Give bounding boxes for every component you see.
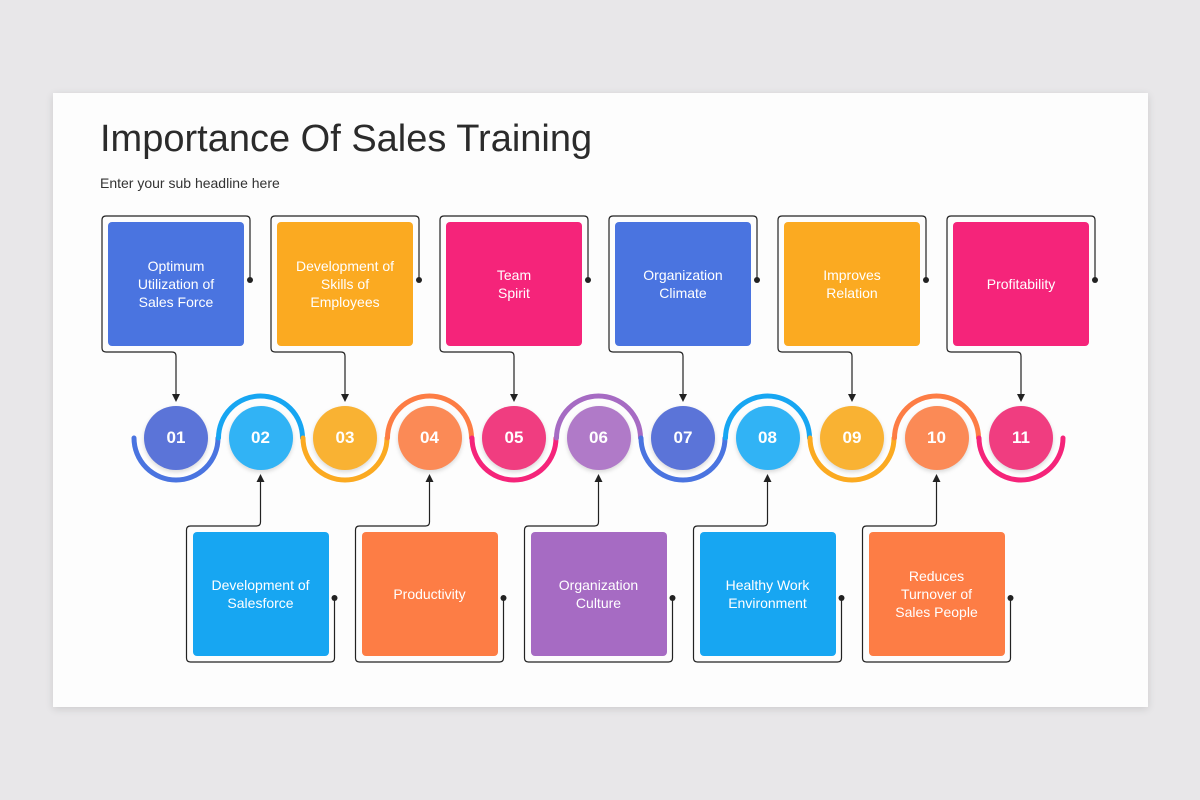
wave-arc-7 xyxy=(638,435,728,483)
wave-arc-10 xyxy=(892,393,981,441)
step-label: Profitability xyxy=(986,276,1056,292)
step-label: Healthy Work Environment xyxy=(725,577,810,611)
connector-line-5 xyxy=(439,215,589,402)
step-label: Improves Relation xyxy=(823,267,881,301)
step-label: Reduces Turnover of Sales People xyxy=(895,568,978,620)
connector-dot-6 xyxy=(669,595,676,601)
step-box-01: Optimum Utilization of Sales Force xyxy=(108,222,244,346)
step-circle-08: 08 xyxy=(735,406,800,470)
step-number: 05 xyxy=(504,428,524,447)
wave-arc-8 xyxy=(723,393,812,441)
step-circle-01: 01 xyxy=(144,406,208,470)
connector-line-3 xyxy=(270,215,420,402)
step-circle-02: 02 xyxy=(228,406,293,470)
step-label: Productivity xyxy=(393,586,466,602)
step-number: 09 xyxy=(842,428,862,447)
wave-arc-6 xyxy=(554,393,643,441)
connector-line-10 xyxy=(861,474,1012,663)
wave-arcs xyxy=(131,393,1066,483)
step-number: 02 xyxy=(251,428,270,447)
step-label: Team Spirit xyxy=(496,267,532,301)
step-number: 03 xyxy=(335,428,355,447)
connector-dot-8 xyxy=(838,595,845,601)
step-number: 10 xyxy=(927,428,946,447)
wave-arc-4 xyxy=(385,393,474,441)
step-label: Optimum Utilization of Sales Force xyxy=(137,258,215,310)
step-circle-11: 11 xyxy=(989,406,1053,470)
wave-arc-9 xyxy=(807,435,897,483)
step-box-05: Team Spirit xyxy=(446,222,582,346)
step-box-11: Profitability xyxy=(953,222,1089,346)
step-box-06: Organization Culture xyxy=(530,532,667,656)
connector-line-7 xyxy=(608,215,758,402)
step-box-02: Development of Salesforce xyxy=(192,532,329,656)
connector-dot-5 xyxy=(585,277,591,283)
step-circle-10: 10 xyxy=(904,406,969,470)
connector-dot-9 xyxy=(923,277,929,283)
step-number: 07 xyxy=(673,428,693,447)
connector-dot-7 xyxy=(754,277,760,283)
wave-arc-11 xyxy=(976,435,1066,483)
step-circle-09: 09 xyxy=(820,406,884,470)
step-box-03: Development of Skills of Employees xyxy=(277,222,413,346)
step-box-10: Reduces Turnover of Sales People xyxy=(868,532,1005,656)
connector-dot-4 xyxy=(500,595,507,601)
step-label: Organization Climate xyxy=(643,267,723,301)
connector-line-11 xyxy=(946,215,1096,402)
connector-line-4 xyxy=(354,474,505,663)
wave-arc-1 xyxy=(131,435,221,483)
step-label: Organization Culture xyxy=(558,577,639,611)
step-number: 01 xyxy=(166,428,186,447)
connector-line-6 xyxy=(523,474,674,663)
connector-lines xyxy=(101,215,1098,663)
connector-dot-11 xyxy=(1092,277,1098,283)
page-title: Importance Of Sales Training xyxy=(100,118,593,160)
step-number: 08 xyxy=(758,428,777,447)
connector-line-8 xyxy=(692,474,843,663)
step-circle-04: 04 xyxy=(397,406,462,470)
step-label: Development of Skills of Employees xyxy=(295,258,395,310)
connector-dot-10 xyxy=(1007,595,1014,601)
connector-line-9 xyxy=(777,215,927,402)
wave-arc-5 xyxy=(469,435,559,483)
step-box-04: Productivity xyxy=(361,532,498,656)
step-number: 04 xyxy=(420,428,439,447)
connector-dot-3 xyxy=(416,277,422,283)
connector-line-1 xyxy=(101,215,251,402)
wave-arc-2 xyxy=(216,393,305,441)
step-circle-03: 03 xyxy=(313,406,377,470)
connector-dot-2 xyxy=(331,595,338,601)
step-box-07: Organization Climate xyxy=(615,222,751,346)
wave-arc-3 xyxy=(300,435,390,483)
step-circle-05: 05 xyxy=(482,406,546,470)
step-box-09: Improves Relation xyxy=(784,222,920,346)
connector-dot-1 xyxy=(247,277,253,283)
page-subtitle: Enter your sub headline here xyxy=(100,175,280,191)
step-number: 06 xyxy=(589,428,608,447)
step-label: Development of Salesforce xyxy=(211,577,310,611)
step-box-08: Healthy Work Environment xyxy=(699,532,836,656)
step-number: 11 xyxy=(1012,428,1030,447)
connector-line-2 xyxy=(185,474,336,663)
step-circle-06: 06 xyxy=(566,406,631,470)
step-circle-07: 07 xyxy=(651,406,715,470)
